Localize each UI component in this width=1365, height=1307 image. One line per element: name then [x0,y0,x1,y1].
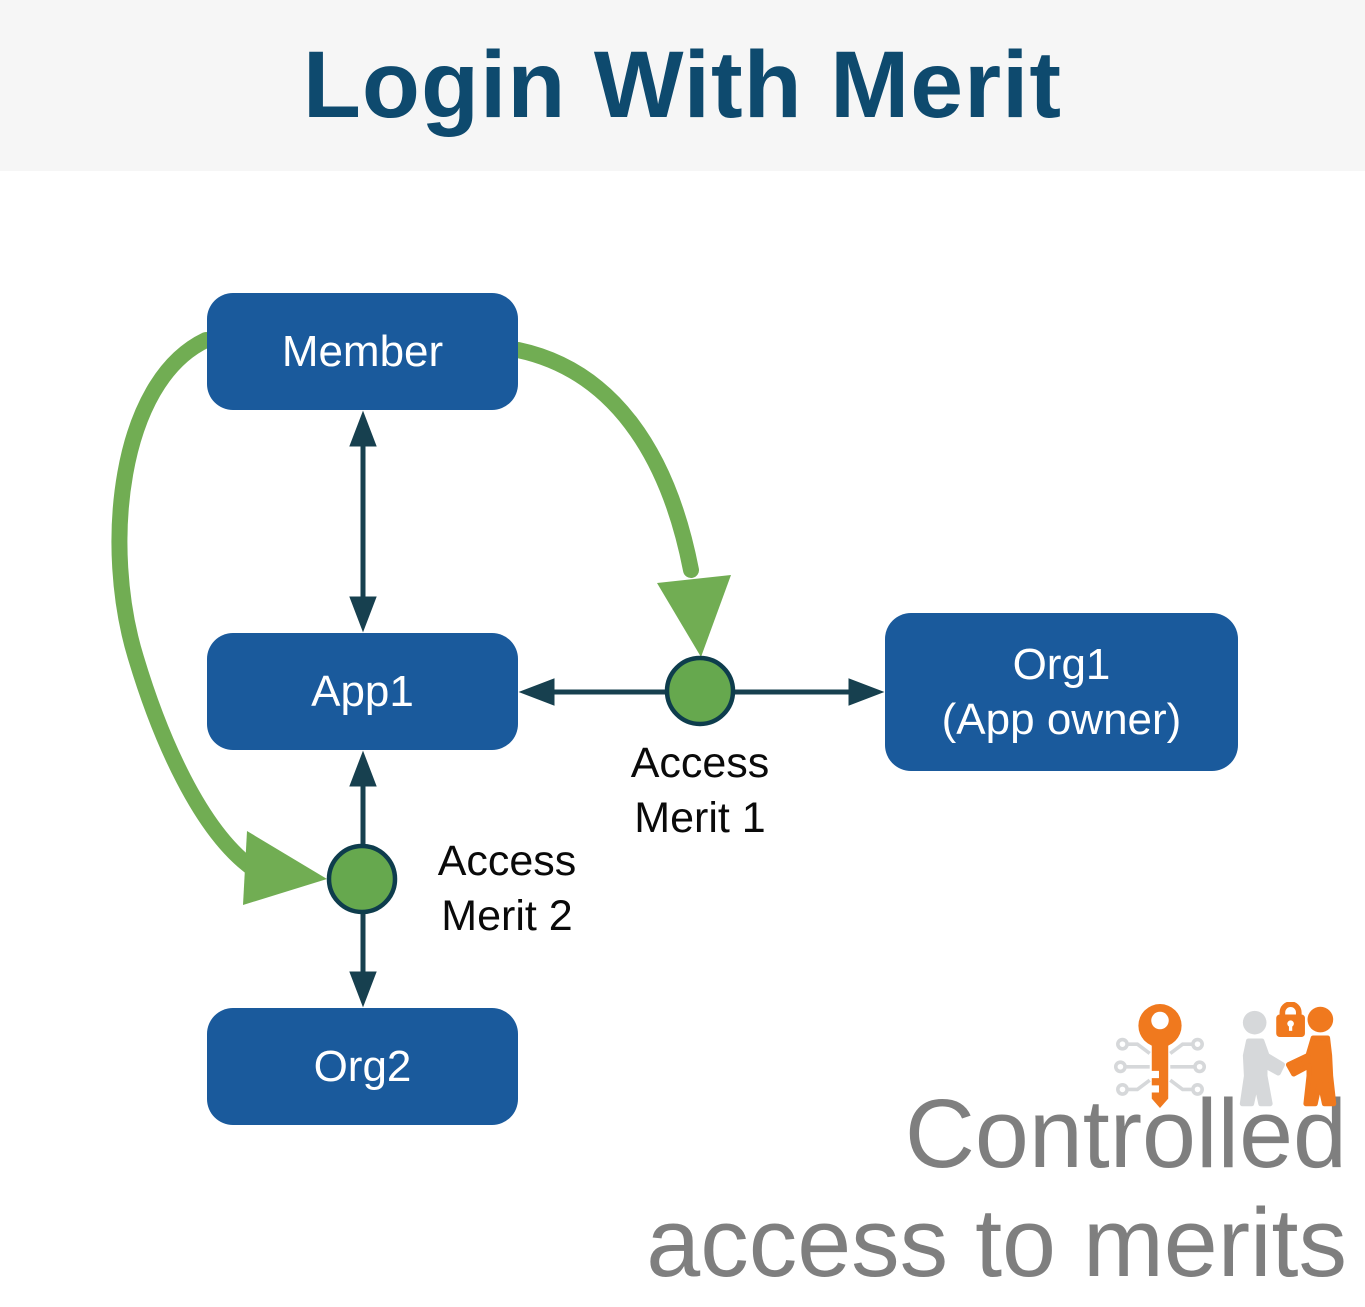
access-merit-1-label: Access Merit 1 [550,736,850,846]
access-merit-1-line1: Access [630,739,770,787]
secure-handshake-icon [1228,1001,1346,1115]
arrowhead-right-org1-left [848,678,885,706]
green-arrowhead-merit1 [657,575,731,657]
arrowhead-up-app1-bottom [349,750,377,787]
arrowhead-up-member [349,410,377,447]
arrowhead-down-app1-top [349,596,377,633]
merit1-circle [664,655,736,727]
key-hole [1151,1011,1169,1030]
green-curve-left [111,332,260,876]
green-arrow-member-to-merit2 [111,332,260,876]
merit2-circle [326,843,398,915]
padlock [1276,1001,1305,1038]
person-gray [1239,1010,1285,1107]
person-orange [1285,1006,1337,1107]
tagline-line1: Controlled [904,1079,1347,1188]
node-app1-label: App1 [311,667,414,716]
arrowhead-left-app1-right [518,678,555,706]
circuit-traces [1113,1037,1207,1096]
node-org2-label: Org2 [313,1042,412,1091]
node-member-label: Member [281,327,444,376]
page-title: Login With Merit [302,32,1063,138]
access-merit-2-line2: Merit 2 [441,892,573,941]
node-org1: Org1 (App owner) [885,613,1238,771]
green-arrowhead-merit2 [243,831,327,905]
access-merit-2-line1: Access [437,837,577,885]
access-merit-1-line2: Merit 1 [634,794,766,843]
node-org1-label-line1: Org1 [1012,640,1111,689]
green-arrow-member-to-merit1 [510,342,699,578]
green-curve-right [510,342,699,578]
tagline-line2: access to merits [646,1187,1347,1297]
node-org1-label-line2: (App owner) [941,695,1182,744]
access-merit-2-label: Access Merit 2 [407,834,607,944]
link-member-app1 [349,410,377,633]
arrowhead-down-org2-top [349,971,377,1008]
node-org2: Org2 [207,1008,518,1125]
node-app1: App1 [207,633,518,750]
node-member: Member [207,293,518,410]
tagline: Controlled access to merits [646,1079,1347,1297]
digital-key-icon [1108,1002,1212,1115]
title-band: Login With Merit [0,0,1365,171]
